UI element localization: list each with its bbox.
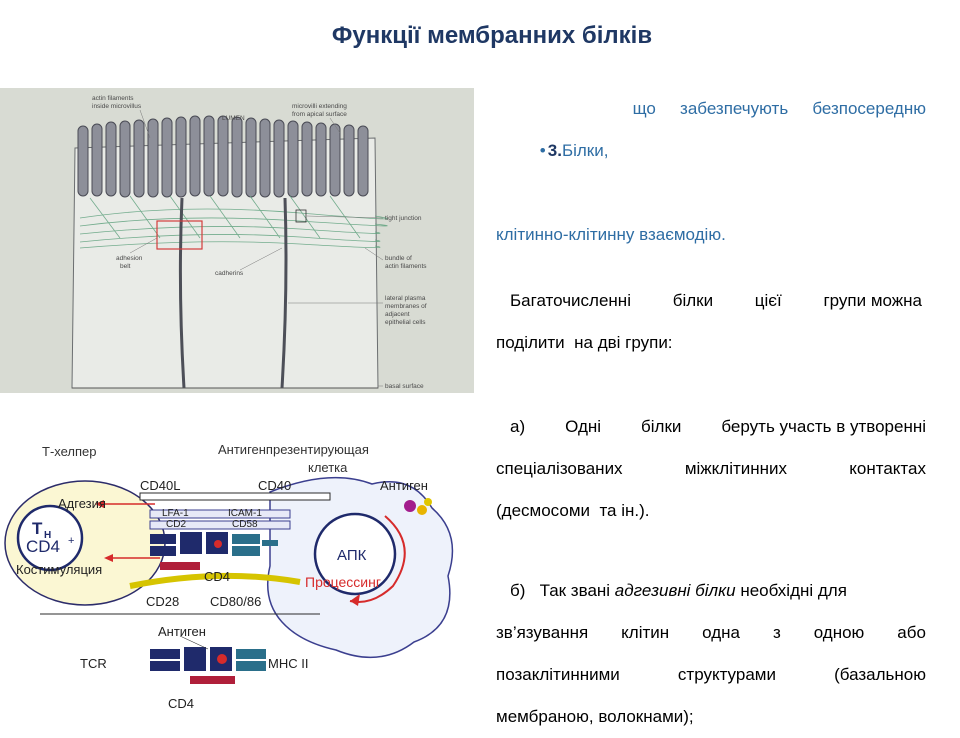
point-b-prefix: б) Так звані — [510, 581, 615, 600]
point-b-line-4: мембраною, волокнами); — [496, 707, 694, 726]
label-cd80-86: CD80/86 — [210, 594, 261, 609]
label-plus: + — [68, 535, 74, 547]
label-from-apical: from apical surface — [292, 111, 347, 118]
label-bundle-of: bundle of — [385, 255, 412, 262]
point-a-word: контактах — [849, 459, 926, 478]
label-lateral-plasma: lateral plasma — [385, 295, 426, 302]
immune-synapse-diagram: Т-хелпер Антигенпрезентирующая клетка CD… — [0, 436, 468, 720]
label-apk: АПК — [337, 547, 367, 564]
label-apc-title-2: клетка — [308, 460, 348, 475]
label-cd4-mid: CD4 — [204, 569, 230, 584]
bullet: • — [539, 141, 546, 160]
label-tcr: TCR — [80, 656, 107, 671]
heading-word: забезпечують — [680, 99, 789, 118]
slide-title: Функції мембранних білків — [331, 22, 653, 49]
point-a-word: міжклітинних — [684, 459, 788, 478]
point-a-word: спеціалізованих — [496, 459, 623, 478]
point-b-italic: адгезивні білки — [614, 581, 736, 600]
label-adhesion-ru: Адгезия — [58, 496, 106, 511]
point-b-suffix: необхідні для — [735, 581, 847, 600]
point-a-word: білки — [641, 417, 682, 436]
heading-point-3: •3.Білки, що забезпечують безпосередню к… — [496, 88, 926, 256]
label-cadherins: cadherins — [215, 270, 244, 277]
label-apc-title-1: Антигенпрезентирующая — [218, 442, 369, 457]
point-b-paragraph: б) Так звані адгезивні білки необхідні д… — [496, 570, 926, 738]
label-epithelial-cells: epithelial cells — [385, 319, 426, 326]
label-basal-surface: basal surface — [385, 383, 424, 390]
label-lumen: LUMEN — [222, 115, 245, 122]
point-b-word: або — [897, 623, 926, 642]
point-a-word: а) — [510, 417, 526, 436]
point-b-word: з — [772, 623, 781, 642]
label-cd4-plus: CD4 — [26, 537, 60, 556]
heading-word: що — [632, 99, 656, 118]
label-cd58: CD58 — [232, 519, 258, 530]
label-cd40: CD40 — [258, 478, 291, 493]
label-tight-junction: tight junction — [385, 215, 422, 222]
heading-word: безпосередню — [812, 99, 926, 118]
point-b-word: одна — [702, 623, 740, 642]
label-th-sub: H — [44, 530, 51, 541]
text-column: •3.Білки, що забезпечують безпосередню к… — [496, 88, 926, 738]
heading-line-2: клітинно-клітинну взаємодію. — [496, 225, 726, 244]
label-belt: belt — [120, 263, 131, 270]
point-b-word: клітин — [621, 623, 670, 642]
point-b-line-1: б) Так звані адгезивні білки необхідні д… — [496, 570, 926, 612]
label-antigen-top: Антиген — [380, 478, 428, 493]
label-adhesion: adhesion — [116, 255, 143, 262]
label-cd40l: CD40L — [140, 478, 180, 493]
label-actin-filaments: actin filaments — [92, 95, 134, 102]
label-actin-filaments-2: actin filaments — [385, 263, 427, 270]
label-cd2: CD2 — [166, 519, 186, 530]
point-b-word: (базальною — [834, 665, 926, 684]
point-a-word: беруть участь в утворенні — [721, 417, 926, 436]
label-th: T — [32, 519, 43, 538]
label-antigen-bottom: Антиген — [158, 624, 206, 639]
point-a-paragraph: а) Одні білки беруть участь в утворенні … — [496, 406, 926, 532]
point-a-word: Одні — [565, 417, 602, 436]
label-icam1: ICAM-1 — [228, 508, 262, 519]
label-adjacent: adjacent — [385, 311, 410, 318]
point-b-word: одною — [813, 623, 865, 642]
point-b-word: структурами — [677, 665, 776, 684]
point-b-word: позаклітинними — [496, 665, 620, 684]
label-processing: Процессинг — [305, 574, 381, 590]
intro-paragraph: Багаточисленні білки цієї групи можна по… — [496, 280, 926, 364]
intro-word: Багаточисленні — [510, 291, 631, 310]
intro-word: групи можна — [823, 291, 922, 310]
point-a-line-3: (десмосоми та ін.). — [496, 501, 650, 520]
intro-word: білки — [672, 291, 714, 310]
label-cd28: CD28 — [146, 594, 179, 609]
label-costimulation: Костимуляция — [16, 562, 102, 577]
label-microvilli-extending: microvilli extending — [292, 103, 347, 110]
intro-line-2: поділити на дві групи: — [496, 333, 673, 352]
intro-word: цієї — [754, 291, 782, 310]
microvilli-diagram: actin filaments inside microvillus LUMEN… — [0, 88, 474, 393]
label-cd4-bottom: CD4 — [168, 696, 194, 711]
label-t-helper: Т-хелпер — [42, 444, 97, 459]
label-lfa1: LFA-1 — [162, 508, 189, 519]
heading-word: Білки, — [561, 141, 609, 160]
label-inside-microvillus: inside microvillus — [92, 103, 142, 110]
heading-number: 3. — [547, 141, 562, 160]
point-b-word: зв’язування — [496, 623, 589, 642]
label-membranes-of: membranes of — [385, 303, 427, 310]
label-mhc2: MHC II — [268, 656, 308, 671]
